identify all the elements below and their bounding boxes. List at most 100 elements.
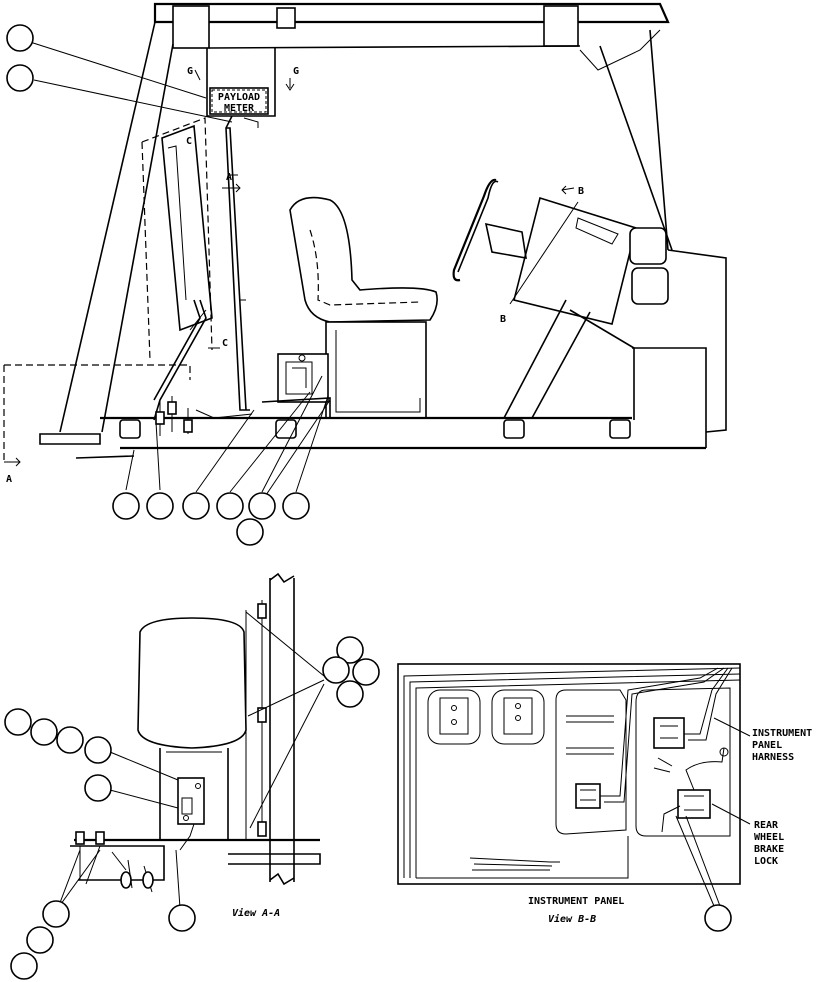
- mount-3: [503, 419, 525, 439]
- payload-label-1: PAYLOAD: [218, 92, 260, 103]
- callout-circle: [26, 926, 54, 954]
- aa-leader-1: [245, 611, 325, 677]
- bb-center-lines: [566, 715, 614, 755]
- callout-circle: [112, 492, 140, 520]
- rear-bracket: [579, 29, 661, 71]
- bb-bottom-harness: [416, 836, 629, 879]
- bb-wire-loose: [653, 757, 673, 773]
- harness-label-2: PANEL: [752, 740, 782, 751]
- section-g-left: G: [187, 66, 193, 77]
- callout-circle: [10, 952, 38, 980]
- callout-circle: [84, 736, 112, 764]
- section-b-top: B: [578, 186, 584, 197]
- front-pillar-outer: [59, 21, 156, 433]
- bb-connector-pins: [580, 789, 596, 801]
- bb-wire-4: [688, 667, 733, 741]
- aa-leader-2: [247, 679, 325, 717]
- bb-gauge-2: [491, 689, 545, 745]
- rear-pillar-a: [599, 45, 673, 251]
- bb-brake-lock-switch: [677, 789, 711, 819]
- section-g-right: G: [293, 66, 299, 77]
- meter-cable-2: [226, 127, 247, 411]
- callout-circle: [322, 656, 350, 684]
- aa-floor-plate: [228, 853, 321, 865]
- aa-pillar: [269, 578, 295, 882]
- bb-center-panel: [555, 689, 627, 835]
- aa-clip-3: [257, 821, 267, 837]
- roof-light: [276, 7, 296, 29]
- cab-side-view: PAYLOAD METER G G A C C A: [3, 2, 727, 546]
- leader-9: [295, 395, 329, 493]
- leader-2: [33, 79, 233, 123]
- bb-right-panel: [635, 687, 731, 837]
- rear-cab-wall: [667, 249, 727, 433]
- aa-switch-wire: [179, 823, 195, 851]
- callout-circle: [336, 636, 364, 664]
- rear-console: [632, 347, 707, 448]
- mount-1: [119, 419, 141, 439]
- leader-4: [155, 421, 161, 491]
- aa-clip-2: [257, 707, 267, 723]
- callout-circle: [146, 492, 174, 520]
- section-b-top-arrow: [561, 185, 575, 195]
- bb-loose-wires: [469, 857, 560, 871]
- callout-circle: [282, 492, 310, 520]
- section-a-top: A: [226, 172, 232, 183]
- brake-label-2: WHEEL: [754, 832, 784, 843]
- section-a-bottom: A: [6, 474, 12, 485]
- bb-brake-lock-pins: [684, 795, 704, 811]
- section-b-bottom: B: [500, 314, 506, 325]
- view-a-a: View A-A: [4, 572, 380, 980]
- door-frame-dashed-2: [141, 141, 151, 361]
- callout-circle: [216, 492, 244, 520]
- roof-speaker-right: [543, 5, 579, 47]
- rear-pillar-b: [649, 29, 669, 251]
- aa-pillar-break-bottom: [269, 872, 295, 886]
- callout-circle: [352, 658, 380, 686]
- bb-wire-terminal: [719, 747, 729, 757]
- steering-wheel: [452, 178, 497, 282]
- bb-wire-2: [604, 667, 725, 803]
- side-module-1: [629, 227, 667, 265]
- bb-harness-a: [403, 667, 741, 878]
- section-b-line: [509, 201, 579, 305]
- strut-2: [531, 311, 591, 419]
- bb-harness-connector-pins: [660, 725, 678, 739]
- strut-1: [503, 299, 567, 419]
- view-aa-caption: View A-A: [232, 907, 280, 919]
- bb-harness-connector: [653, 717, 685, 749]
- console-support: [569, 309, 635, 420]
- callout-circle: [704, 904, 732, 932]
- bb-gauge-1: [427, 689, 481, 745]
- callout-circle: [168, 904, 196, 932]
- callout-circle: [248, 492, 276, 520]
- aa-clip-1: [257, 603, 267, 619]
- floor-valves: [155, 396, 193, 436]
- box-cable: [261, 397, 331, 418]
- dash-console: [513, 196, 637, 325]
- control-lever-2: [153, 299, 201, 401]
- side-module-2: [631, 267, 669, 305]
- bb-panel-frame: [397, 663, 741, 885]
- aa-leader-8: [175, 849, 181, 909]
- front-sill: [75, 455, 135, 459]
- aa-leader-4: [109, 751, 179, 781]
- aa-valves: [75, 831, 154, 893]
- instrument-panel-caption: INSTRUMENT PANEL: [528, 896, 624, 907]
- section-c-bottom: C: [222, 338, 228, 349]
- aa-leader-6: [57, 849, 81, 909]
- section-a-bottom-arrow: [4, 457, 21, 467]
- callout-circle: [4, 708, 32, 736]
- side-window: [161, 124, 213, 332]
- callout-circle: [56, 726, 84, 754]
- aa-pillar-break-top: [269, 572, 295, 584]
- leader-8: [263, 399, 331, 499]
- cable-clips: [228, 174, 246, 301]
- aa-switch: [181, 797, 193, 815]
- leader-6: [229, 391, 311, 493]
- callout-circle: [236, 518, 264, 546]
- brake-leader: [711, 803, 751, 825]
- steering-wheel-inner: [457, 180, 499, 273]
- aa-seat-back: [137, 617, 247, 749]
- roof-speaker-left: [172, 5, 210, 49]
